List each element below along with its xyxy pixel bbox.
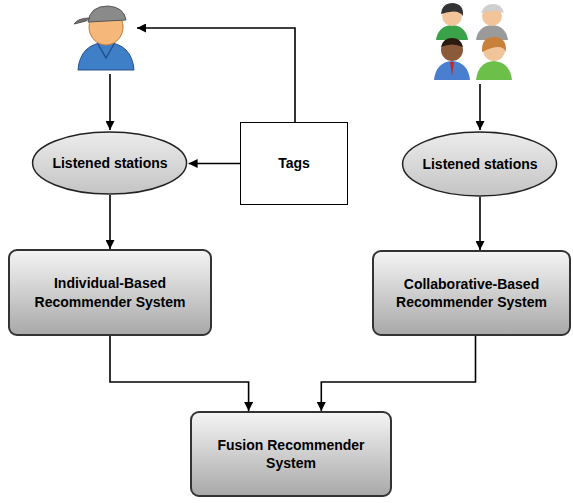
node-label: Fusion Recommender System [192, 436, 390, 472]
group-icon [434, 3, 512, 80]
user-icon [74, 6, 134, 70]
process-box: Fusion Recommender System [190, 411, 392, 497]
process-box: Collaborative-Based Recommender System [372, 250, 571, 336]
flow-arrow [109, 195, 111, 249]
flow-arrow [189, 163, 240, 165]
group-to-stations-arrow [479, 84, 481, 130]
process-box: Individual-Based Recommender System [8, 249, 212, 336]
flow-arrow [479, 197, 481, 250]
node-label: Listened stations [46, 154, 173, 172]
node-text-group: Fusion Recommender System [192, 436, 390, 472]
node-label: Individual-Based Recommender System [10, 274, 210, 310]
tags-box: Tags [240, 122, 348, 205]
node-text-group: Tags [272, 154, 316, 172]
stations-ellipse: Listened stations [31, 131, 188, 195]
node-label: Listened stations [416, 155, 543, 173]
node-text-group: Collaborative-Based Recommender System [374, 275, 569, 311]
tags-to-user-arrow [137, 28, 295, 122]
node-text-group: Listened stations [46, 154, 173, 172]
flow-arrow [110, 336, 249, 411]
flow-arrow [321, 336, 475, 411]
node-text-group: Listened stations [416, 155, 543, 173]
user-to-stations-arrow [109, 74, 111, 130]
stations-ellipse: Listened stations [401, 131, 558, 197]
node-label: Tags [272, 154, 316, 172]
node-text-group: Individual-Based Recommender System [10, 274, 210, 310]
node-label: Collaborative-Based Recommender System [374, 275, 569, 311]
